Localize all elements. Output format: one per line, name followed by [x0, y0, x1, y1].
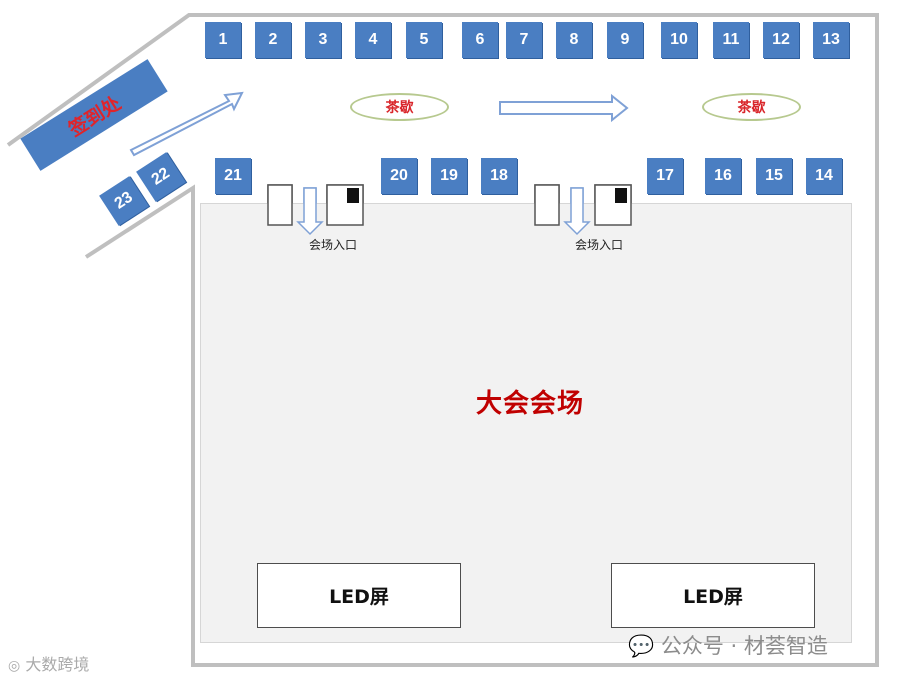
booth-8: 8	[556, 22, 592, 58]
booth-6: 6	[462, 22, 498, 58]
flow-arrow-horizontal	[499, 93, 629, 123]
booth-12: 12	[763, 22, 799, 58]
tea-break-2: 茶歇	[702, 93, 801, 121]
booth-17: 17	[647, 158, 683, 194]
led-screen-right: LED屏	[611, 563, 815, 628]
booth-13: 13	[813, 22, 849, 58]
entrance-label-right: 会场入口	[575, 238, 624, 252]
tea-break-1: 茶歇	[350, 93, 449, 121]
booth-5: 5	[406, 22, 442, 58]
watermark-logo-icon: ◎	[8, 658, 21, 674]
watermark-right: 💬 公众号 · 材荟智造	[628, 634, 828, 658]
booth-16: 16	[705, 158, 741, 194]
booth-2: 2	[255, 22, 291, 58]
watermark-left: ◎ 大数跨境	[8, 655, 90, 674]
entrance-label-left: 会场入口	[309, 238, 358, 252]
flow-arrow-diagonal	[129, 91, 244, 157]
booth-7: 7	[506, 22, 542, 58]
booth-3: 3	[305, 22, 341, 58]
led-screen-left: LED屏	[257, 563, 461, 628]
hall-title: 大会会场	[475, 389, 584, 419]
booth-20: 20	[381, 158, 417, 194]
booth-9: 9	[607, 22, 643, 58]
booth-4: 4	[355, 22, 391, 58]
booth-11: 11	[713, 22, 749, 58]
booth-10: 10	[661, 22, 697, 58]
booth-14: 14	[806, 158, 842, 194]
booth-21: 21	[215, 158, 251, 194]
booth-18: 18	[481, 158, 517, 194]
wechat-icon: 💬	[628, 634, 655, 658]
booth-15: 15	[756, 158, 792, 194]
outer-wall	[6, 13, 879, 667]
booth-19: 19	[431, 158, 467, 194]
booth-1: 1	[205, 22, 241, 58]
